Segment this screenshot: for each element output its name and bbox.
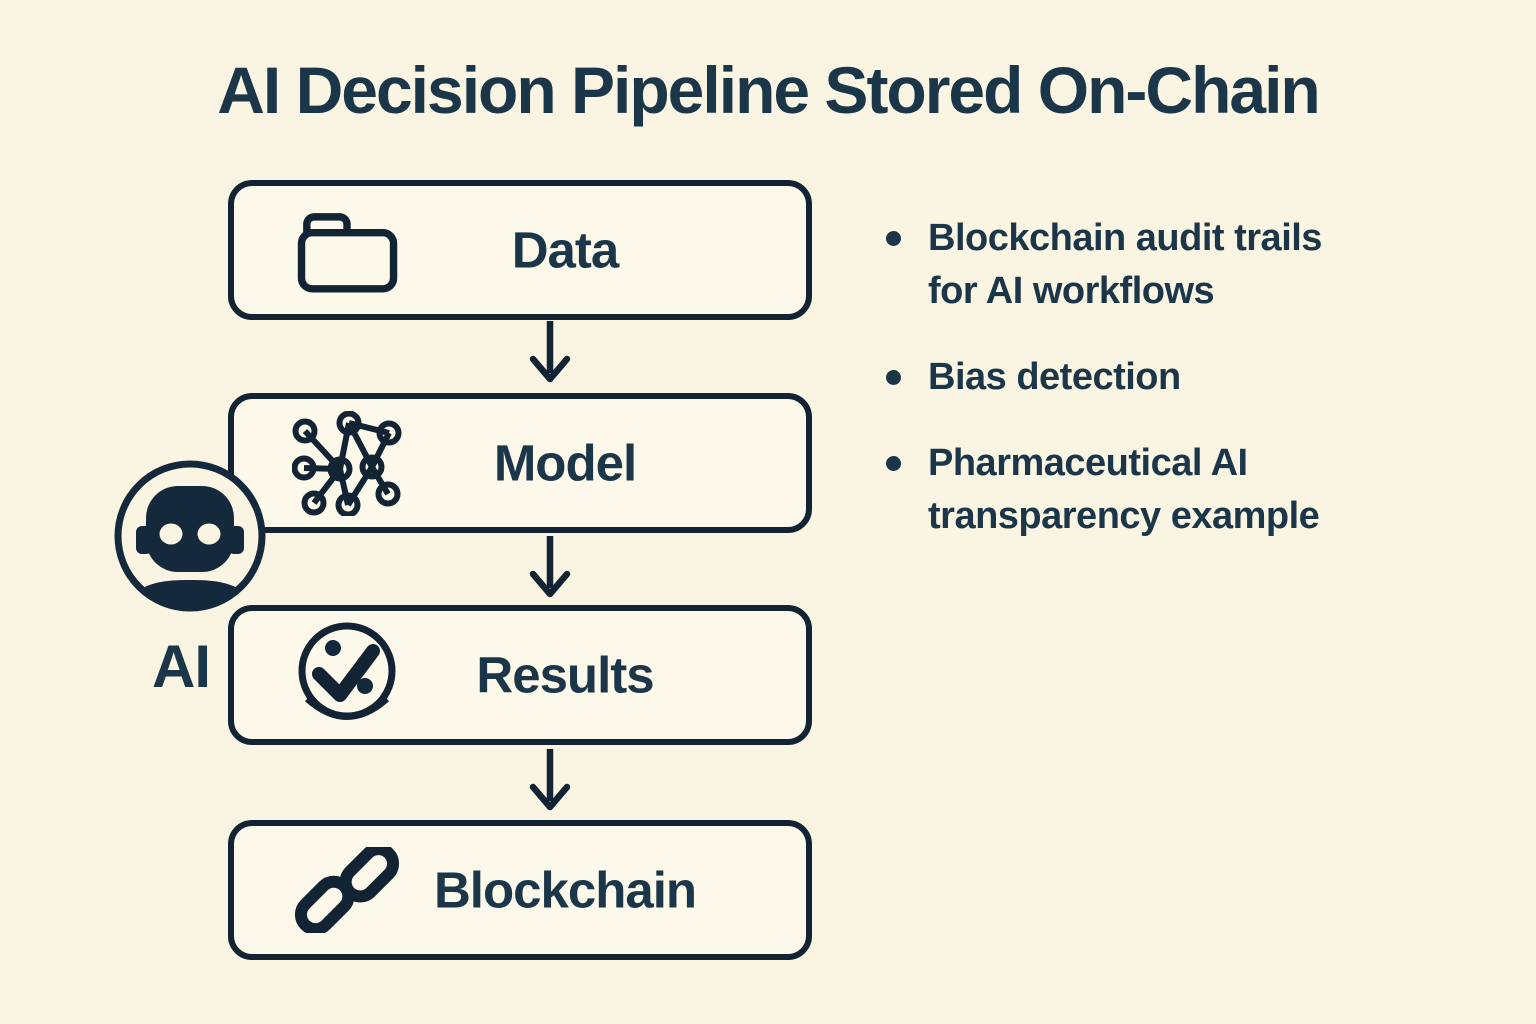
bullet-icon: [886, 456, 901, 471]
step-label: Blockchain: [433, 861, 697, 919]
down-arrow-icon: [520, 321, 580, 391]
bullet-icon: [886, 370, 901, 385]
step-label: Results: [476, 646, 654, 704]
bullet-icon: [886, 231, 901, 246]
bullet-text: Bias detection: [928, 356, 1181, 398]
list-item: Pharmaceutical AI transparency example: [878, 437, 1368, 543]
robot-icon: [108, 454, 272, 618]
down-arrow-icon: [520, 536, 580, 606]
down-arrow-icon: [520, 746, 580, 822]
check-circle-icon: [292, 622, 402, 727]
neural-network-icon: [292, 410, 402, 516]
chain-link-icon: [292, 838, 402, 942]
key-points-list: Blockchain audit trails for AI workflows…: [878, 212, 1368, 576]
step-label: Model: [493, 434, 637, 492]
pipeline-step-results: Results: [228, 605, 812, 745]
page-title: AI Decision Pipeline Stored On-Chain: [217, 53, 1321, 127]
list-item: Bias detection: [878, 351, 1368, 404]
list-item: Blockchain audit trails for AI workflows: [878, 212, 1368, 318]
bullet-text: Pharmaceutical AI transparency example: [928, 442, 1320, 537]
ai-badge-label: AI: [152, 633, 211, 700]
pipeline-step-data: Data: [228, 180, 812, 320]
step-label: Data: [511, 221, 620, 279]
bullet-text: Blockchain audit trails for AI workflows: [928, 217, 1322, 312]
pipeline-step-model: Model: [228, 393, 812, 533]
folder-icon: [292, 198, 402, 302]
pipeline-step-blockchain: Blockchain: [228, 820, 812, 960]
